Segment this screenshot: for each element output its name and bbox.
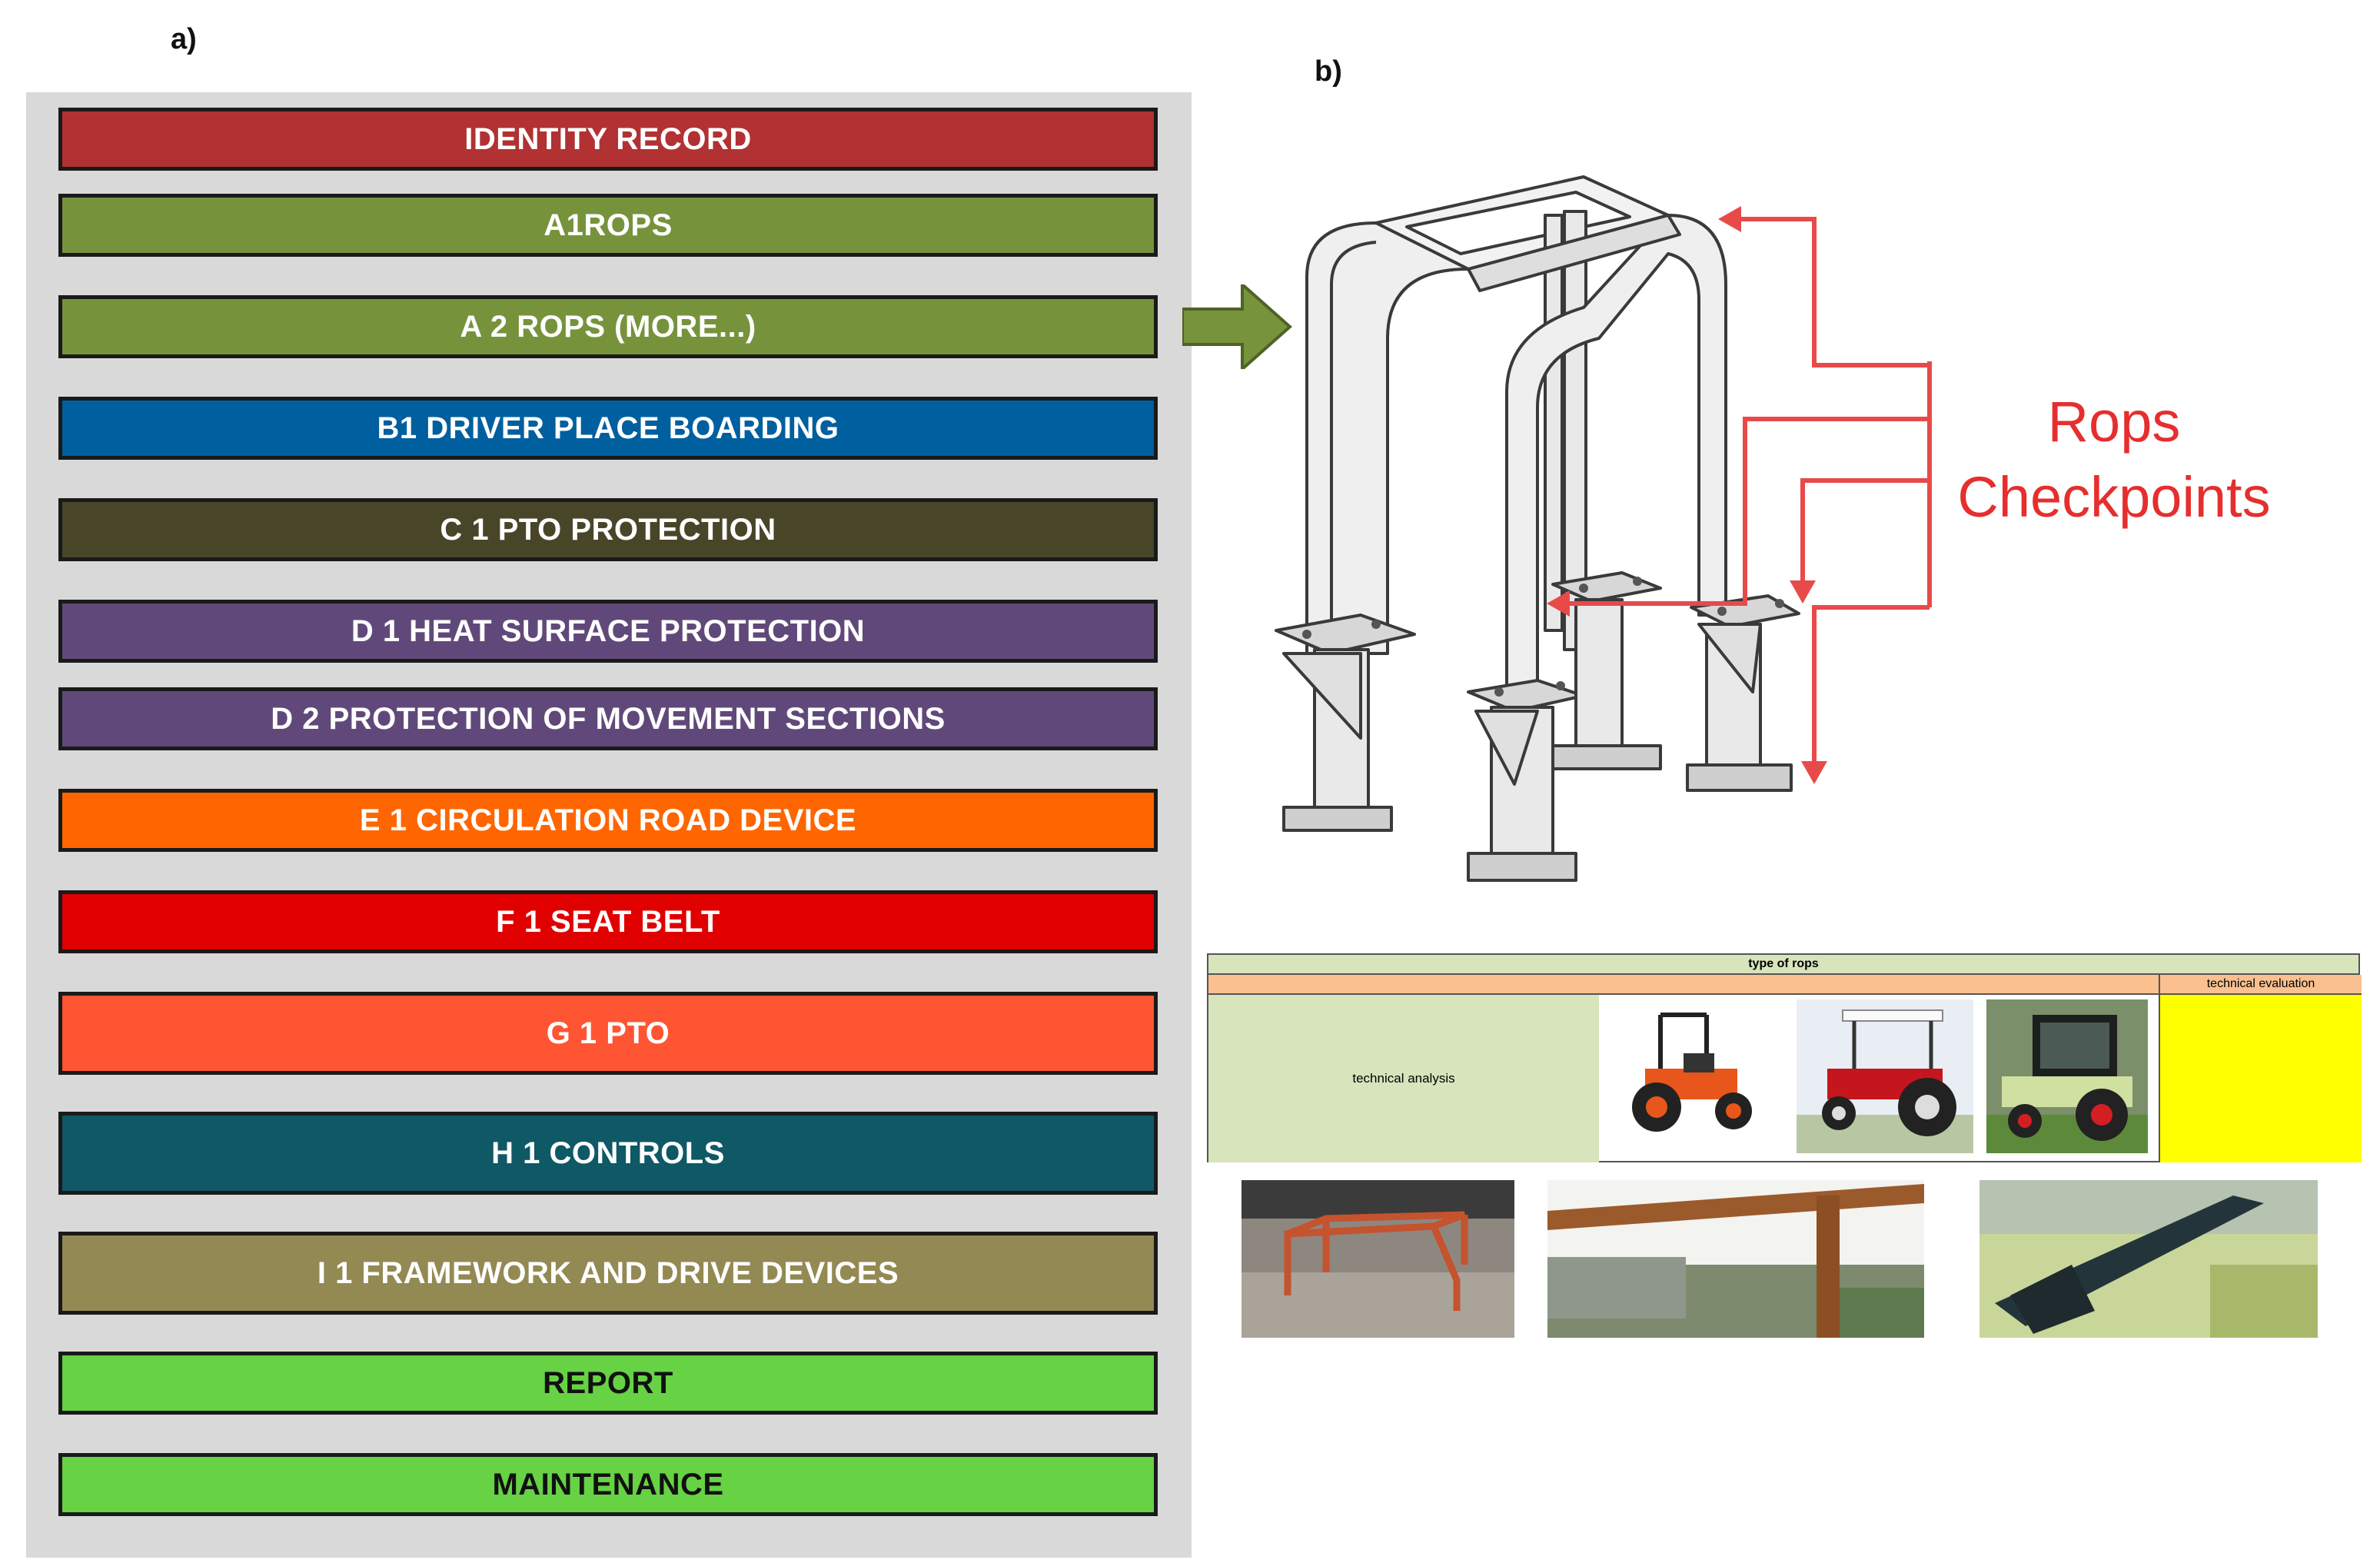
technical-analysis-label: technical analysis: [1352, 1071, 1455, 1086]
menu-button-b1-driver-place-boarding[interactable]: B1 DRIVER PLACE BOARDING: [58, 397, 1158, 460]
panel-label-a: a): [171, 23, 197, 55]
photo-rusty-rops-beam: [1547, 1180, 1924, 1338]
menu-button-e1-circulation-road-device[interactable]: E 1 CIRCULATION ROAD DEVICE: [58, 789, 1158, 852]
sheet-technical-analysis-cell[interactable]: technical analysis: [1208, 995, 1599, 1162]
sheet-technical-evaluation-cell[interactable]: [2159, 995, 2362, 1162]
panel-label-b: b): [1315, 55, 1342, 88]
sheet-header-type-of-rops: type of rops: [1208, 955, 2358, 975]
menu-button-maintenance[interactable]: MAINTENANCE: [58, 1453, 1158, 1516]
sheet-orange-band: [1208, 975, 2159, 995]
photo-rops-cab-bar: [1979, 1180, 2318, 1338]
arrow-shape: [1182, 284, 1293, 369]
checklist-menu-panel: IDENTITY RECORD A1ROPS A 2 ROPS (MORE...…: [26, 92, 1192, 1558]
menu-button-g1-pto[interactable]: G 1 PTO: [58, 992, 1158, 1075]
tractor-image-green[interactable]: [1986, 999, 2148, 1153]
menu-button-a2-rops-more[interactable]: A 2 ROPS (MORE...): [58, 295, 1158, 358]
menu-button-d1-heat-surface-protection[interactable]: D 1 HEAT SURFACE PROTECTION: [58, 600, 1158, 663]
menu-button-h1-controls[interactable]: H 1 CONTROLS: [58, 1112, 1158, 1195]
callout-line-1: Rops: [2047, 390, 2181, 454]
tractor-image-red[interactable]: [1797, 999, 1973, 1153]
sheet-technical-evaluation-label: technical evaluation: [2159, 975, 2362, 995]
rops-evaluation-sheet: type of rops technical evaluation techni…: [1207, 953, 2362, 1162]
menu-button-f1-seat-belt[interactable]: F 1 SEAT BELT: [58, 890, 1158, 953]
arrow-right-icon: [1182, 284, 1293, 369]
menu-button-c1-pto-protection[interactable]: C 1 PTO PROTECTION: [58, 498, 1158, 561]
menu-button-a1-rops[interactable]: A1ROPS: [58, 194, 1158, 257]
tractor-image-orange[interactable]: [1599, 999, 1783, 1153]
menu-button-identity-record[interactable]: IDENTITY RECORD: [58, 108, 1158, 171]
callout-line-2: Checkpoints: [1957, 465, 2271, 529]
rops-checkpoints-callout: Rops Checkpoints: [1914, 384, 2314, 535]
rops-frame-drawing: [1275, 175, 1800, 882]
photo-rusty-rops-ground: [1242, 1180, 1514, 1338]
menu-button-i1-framework-drive-devices[interactable]: I 1 FRAMEWORK AND DRIVE DEVICES: [58, 1232, 1158, 1315]
menu-button-report[interactable]: REPORT: [58, 1352, 1158, 1415]
menu-button-d2-protection-movement-sections[interactable]: D 2 PROTECTION OF MOVEMENT SECTIONS: [58, 687, 1158, 750]
